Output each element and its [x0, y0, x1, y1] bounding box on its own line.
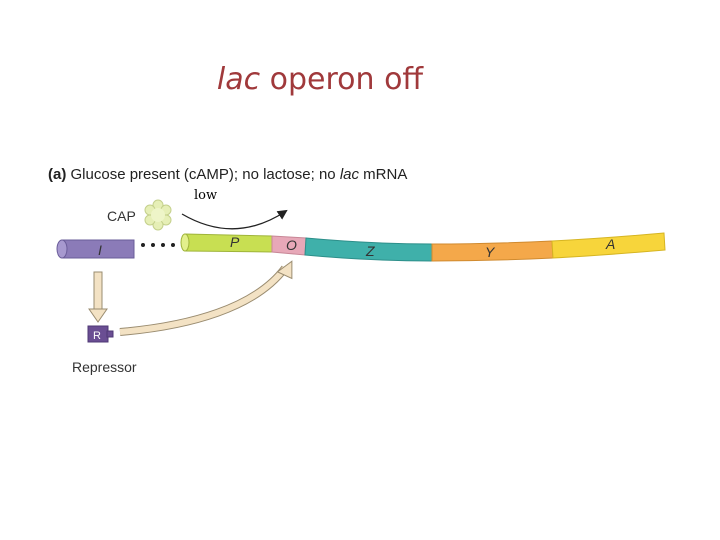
- panel-caption: (a) Glucose present (cAMP); no lactose; …: [48, 166, 407, 183]
- low-annotation: low: [194, 188, 218, 203]
- a-segment: [551, 232, 666, 259]
- cap-activation-arrow: [181, 209, 288, 230]
- panel-text-lac: lac: [339, 166, 359, 183]
- y-gene-label: Y: [485, 244, 495, 260]
- i-gene-label: I: [98, 242, 102, 258]
- a-gene-label: A: [606, 236, 616, 252]
- promoter-label: P: [230, 234, 240, 250]
- repressor-label: Repressor: [72, 359, 137, 375]
- promoter-cap: [180, 233, 190, 252]
- repressor-to-operator-arrow: [119, 260, 293, 336]
- promoter-segment: [180, 233, 273, 253]
- panel-text-2: mRNA: [359, 166, 408, 183]
- repressor-box-label: R: [93, 330, 101, 342]
- i-gene: [56, 239, 135, 259]
- cap-flower-icon: [144, 199, 172, 231]
- i-to-repressor-arrow: [88, 271, 108, 323]
- slide-title: lac operon off: [0, 62, 640, 97]
- z-gene-label: Z: [366, 243, 375, 259]
- cap-label: CAP: [107, 208, 136, 224]
- dotted-connector: [141, 243, 175, 247]
- title-rest: operon off: [269, 62, 424, 97]
- i-gene-cap: [56, 239, 68, 259]
- title-lac: lac: [216, 62, 261, 97]
- panel-letter: (a): [48, 166, 67, 183]
- panel-text-1: Glucose present (cAMP); no lactose; no: [70, 166, 340, 183]
- operator-label: O: [286, 237, 297, 253]
- repressor-box: R: [87, 325, 114, 343]
